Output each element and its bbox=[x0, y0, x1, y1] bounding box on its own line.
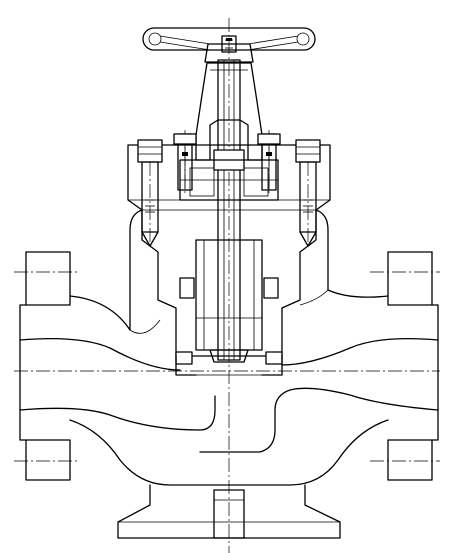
fastener-details bbox=[182, 38, 272, 156]
cage-and-disc bbox=[175, 239, 283, 365]
handwheel bbox=[142, 27, 316, 63]
bonnet bbox=[127, 139, 331, 357]
packing-gland bbox=[173, 133, 281, 201]
center-lines bbox=[14, 18, 440, 553]
valve-body bbox=[19, 209, 439, 486]
base-stand bbox=[117, 484, 341, 539]
